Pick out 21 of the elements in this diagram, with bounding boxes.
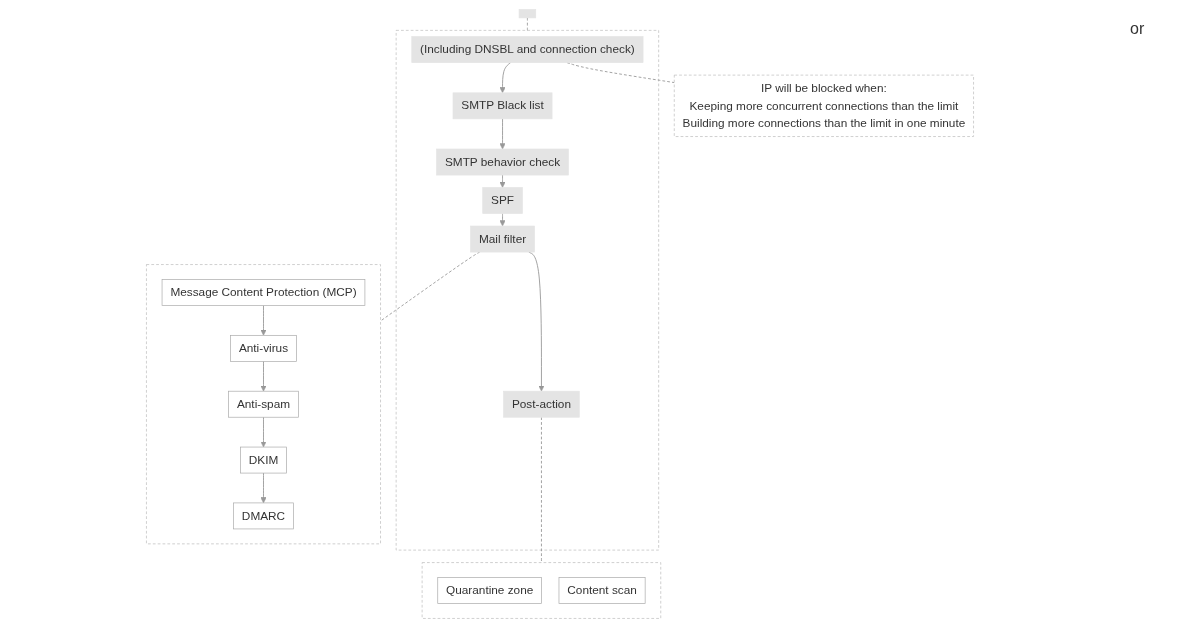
connector bbox=[541, 416, 542, 564]
node-box: Anti-virus bbox=[230, 335, 297, 362]
node-box: Quarantine zone bbox=[437, 577, 542, 604]
node-box: Post-action bbox=[503, 390, 580, 418]
node-box: (Including DNSBL and connection check) bbox=[411, 36, 644, 63]
node-box: Mail filter bbox=[470, 225, 535, 253]
node-box bbox=[518, 9, 537, 19]
node-box: SMTP behavior check bbox=[436, 148, 569, 176]
node-box: Content scan bbox=[558, 577, 646, 604]
node-box: SMTP Black list bbox=[452, 92, 553, 120]
cluster bbox=[395, 30, 659, 551]
node-box: DKIM bbox=[240, 446, 287, 474]
node-box: SPF bbox=[482, 187, 523, 214]
note-text: or bbox=[1130, 20, 1146, 38]
connector bbox=[526, 17, 528, 31]
node-box: IP will be blocked when: Keeping more concurrent connections than the limit Building more connections than the limit in one minute bbox=[673, 74, 974, 137]
node-box: Message Content Protection (MCP) bbox=[161, 279, 366, 306]
node-box: Anti-spam bbox=[228, 390, 299, 418]
node-box: DMARC bbox=[233, 502, 294, 530]
cluster bbox=[421, 562, 662, 619]
cluster bbox=[146, 264, 381, 545]
